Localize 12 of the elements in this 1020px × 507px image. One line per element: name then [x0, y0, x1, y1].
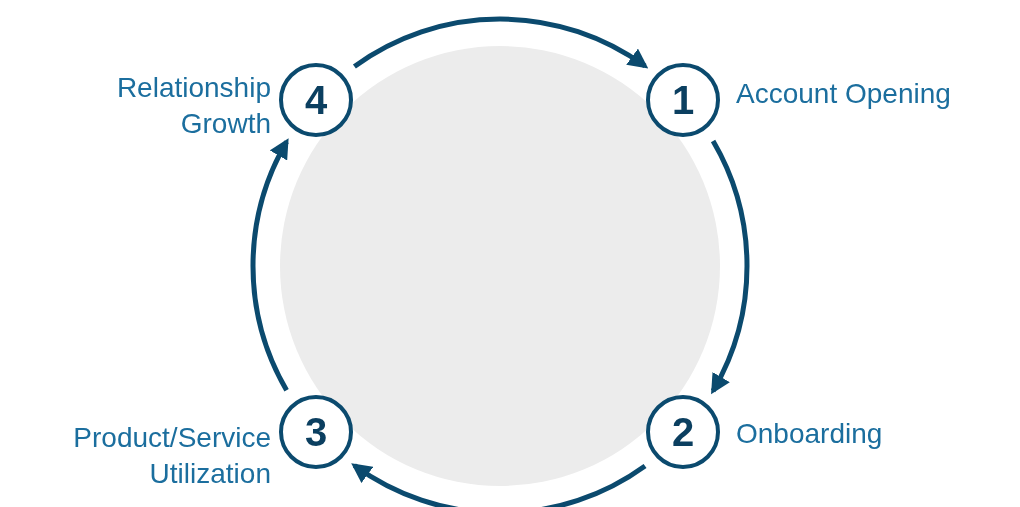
step-circle: 1 [646, 63, 720, 137]
step-label: Relationship Growth [115, 71, 271, 141]
cycle-arrow [351, 463, 647, 507]
cycle-arrow [250, 138, 289, 392]
step-circle: 4 [279, 63, 353, 137]
step-label: Account Opening [736, 77, 952, 111]
cycle-arrow [710, 139, 750, 395]
cycle-arrow [353, 16, 649, 69]
step-circle: 2 [646, 395, 720, 469]
step-label: Product/Service Utilization [72, 421, 271, 491]
step-circle: 3 [279, 395, 353, 469]
step-label: Onboarding [736, 417, 884, 451]
